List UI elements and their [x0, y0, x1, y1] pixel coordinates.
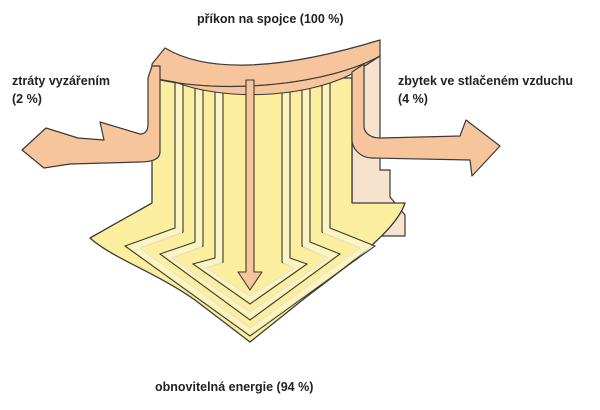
residual-air-label: zbytek ve stlačeném vzduchu (4 %)	[398, 74, 574, 106]
residual-air-arrow	[351, 63, 501, 177]
radiation-loss-label: ztráty vyzářením (2 %)	[12, 74, 110, 106]
inner-flow-bands	[127, 84, 373, 334]
input-power-band-lower	[151, 55, 381, 96]
central-flow-arrow	[237, 79, 263, 291]
radiation-loss-arrow	[21, 65, 161, 169]
recovered-energy-label: obnovitelná energie (94 %)	[155, 380, 314, 394]
input-power-label: příkon na spojce (100 %)	[197, 12, 344, 26]
